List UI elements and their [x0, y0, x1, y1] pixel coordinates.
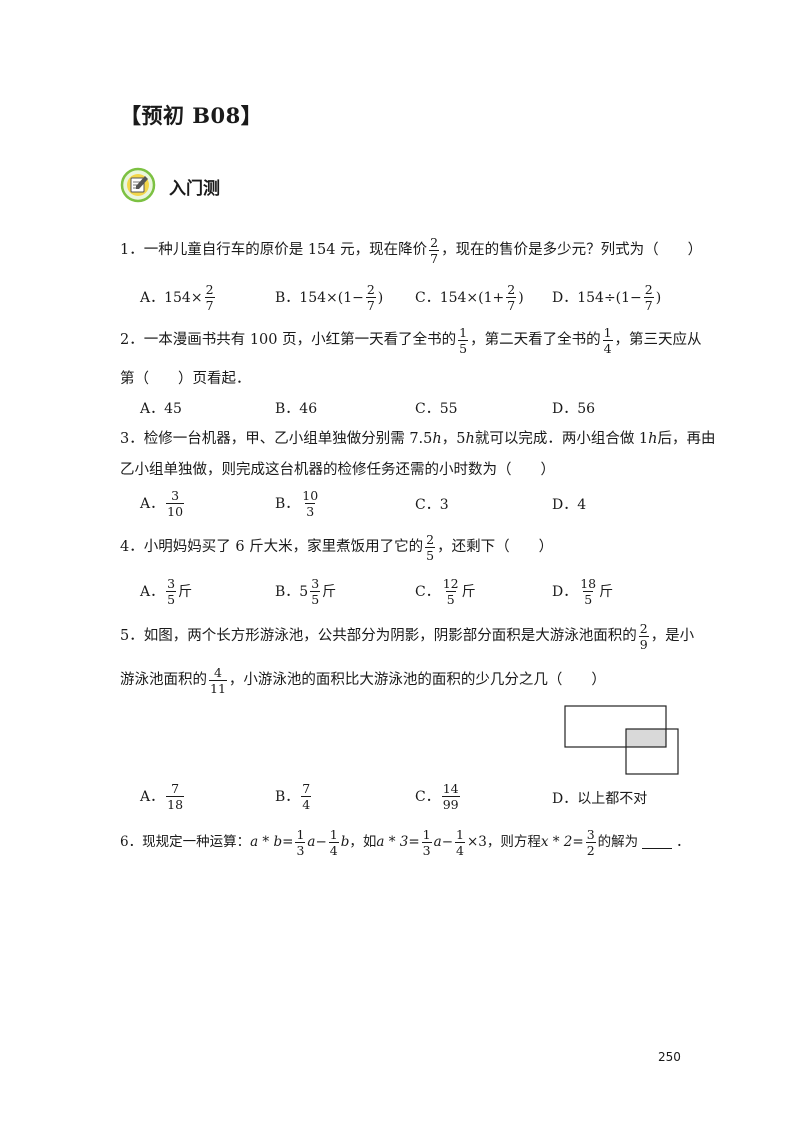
option-d[interactable]: D．4 — [552, 497, 587, 513]
answer-blank[interactable] — [642, 836, 673, 850]
question-3-line-2: 乙小组单独做，则完成这台机器的检修任务还需的小时数为（ ） — [120, 462, 555, 478]
option-d[interactable]: D．56 — [552, 401, 596, 417]
page-number: 250 — [658, 1050, 681, 1064]
shaded-overlap — [626, 729, 666, 747]
option-c[interactable]: C．3 — [415, 497, 449, 513]
pencil-note-icon — [120, 167, 156, 203]
document-title: 【预初 B08】 — [120, 103, 263, 128]
small-pool-rect — [625, 728, 679, 775]
pool-overlap-diagram — [564, 705, 679, 775]
section-title: 入门测 — [169, 179, 220, 199]
question-2-line-2: 第（ ）页看起． — [120, 371, 251, 387]
option-d[interactable]: D．以上都不对 — [552, 791, 648, 807]
option-b[interactable]: B．46 — [275, 401, 318, 417]
option-c[interactable]: C．55 — [415, 401, 458, 417]
option-a[interactable]: A．45 — [140, 401, 182, 417]
big-pool-rect — [564, 705, 667, 748]
